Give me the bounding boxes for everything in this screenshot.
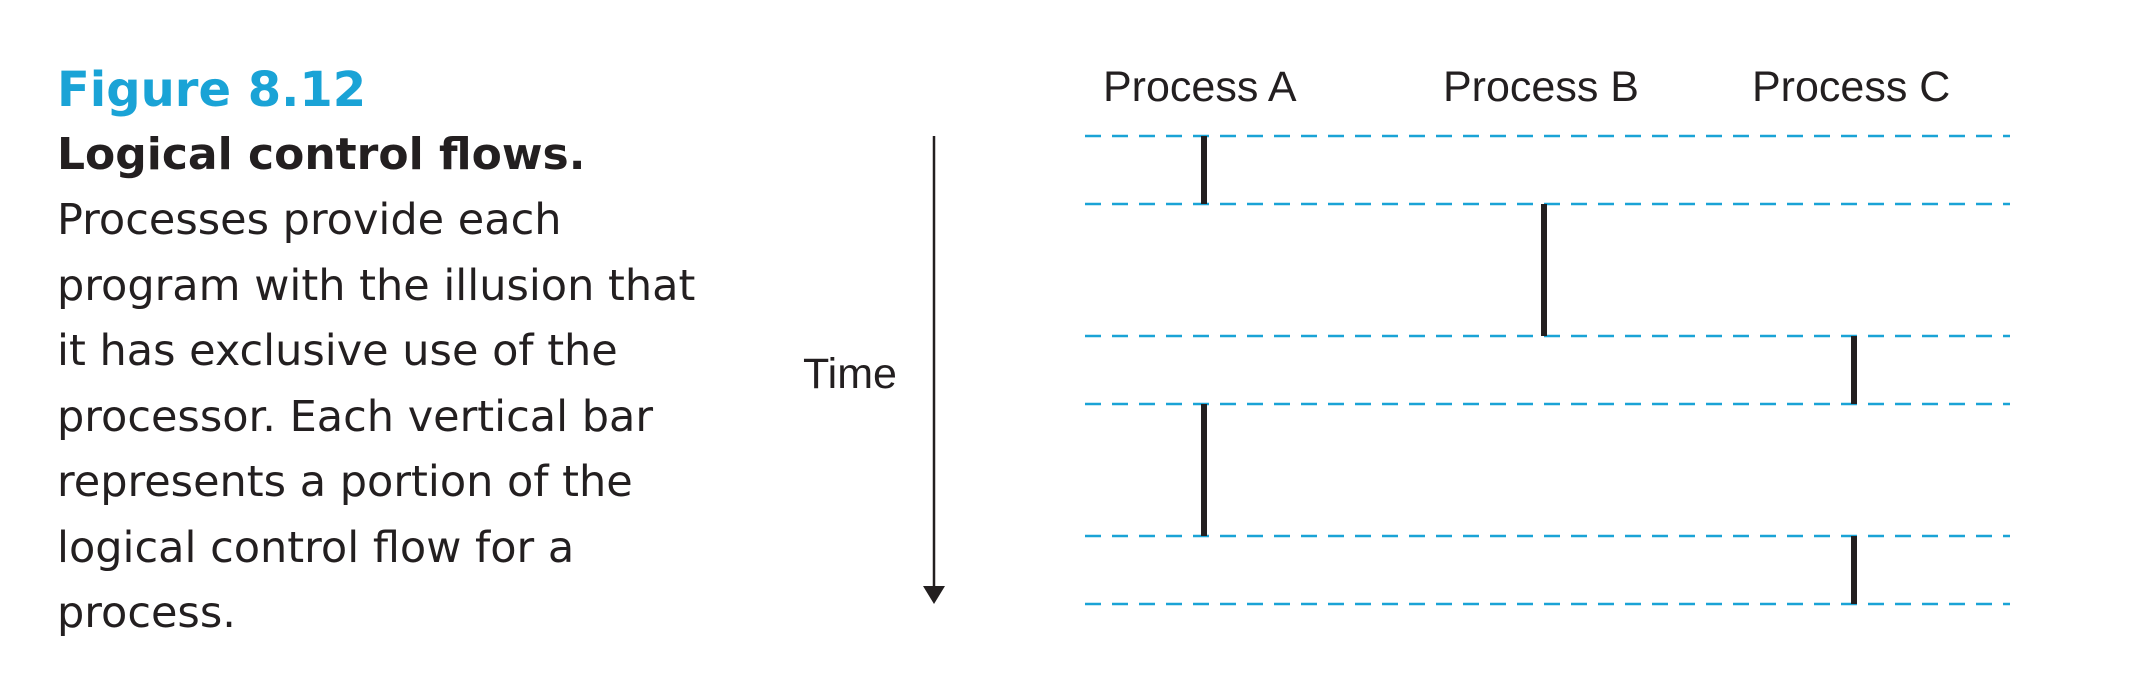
process-label-c: Process C	[1752, 63, 1950, 111]
flow-bars	[1201, 136, 1857, 604]
figure-title: Logical control flows.	[57, 129, 586, 180]
process-labels: Process A Process B Process C	[1103, 63, 1950, 111]
figure-number: Figure 8.12	[57, 62, 367, 118]
figure-description: Processes provide each program with the …	[57, 195, 696, 638]
time-arrow-head	[923, 586, 945, 604]
process-label-b: Process B	[1443, 63, 1639, 111]
time-label: Time	[803, 350, 897, 398]
figure-caption: Figure 8.12 Logical control flows. Proce…	[57, 58, 697, 647]
time-gridlines	[1085, 134, 2010, 606]
time-axis: Time	[803, 136, 945, 604]
process-label-a: Process A	[1103, 63, 1297, 111]
